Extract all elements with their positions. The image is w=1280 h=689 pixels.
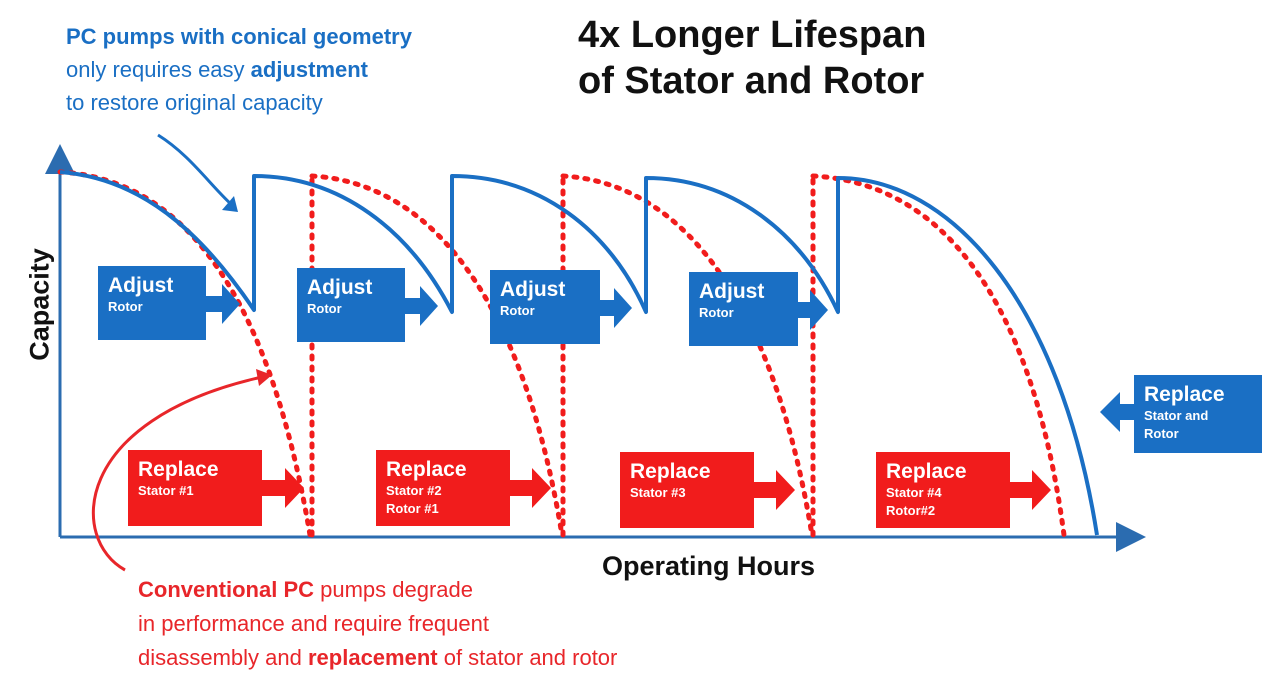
- conventional-curve-3: [560, 173, 815, 538]
- adjust-box-3: Adjust Rotor: [490, 270, 600, 344]
- final-replace-box: Replace Stator and Rotor: [1134, 375, 1262, 453]
- adjust-box-1: Adjust Rotor: [98, 266, 206, 340]
- final-replace-arrow: [1100, 392, 1134, 432]
- replace-box-4: Replace Stator #4 Rotor#2: [876, 452, 1010, 528]
- title-line-2: of Stator and Rotor: [578, 60, 925, 102]
- conical-pump-note: PC pumps with conical geometry only requ…: [66, 20, 412, 119]
- conventional-curve-4: [810, 173, 1067, 538]
- replace-arrows: [262, 468, 1051, 510]
- conical-pump-curve: [59, 170, 1099, 536]
- diagram-title: 4x Longer Lifespan of Stator and Rotor: [578, 12, 926, 104]
- red-note-line-1: Conventional PC pumps degrade: [138, 577, 474, 602]
- adjust-box-4: Adjust Rotor: [689, 272, 798, 346]
- red-note-line-3: disassembly and replacement of stator an…: [138, 645, 618, 670]
- replace-box-3: Replace Stator #3: [620, 452, 754, 528]
- blue-note-line-3: to restore original capacity: [66, 90, 323, 115]
- title-line-1: 4x Longer Lifespan: [578, 14, 927, 56]
- y-axis-label: Capacity: [24, 248, 55, 361]
- blue-pointer-arrowhead: [222, 196, 238, 212]
- blue-note-line-1: PC pumps with conical geometry: [66, 24, 412, 49]
- conventional-curve-2: [309, 173, 565, 538]
- red-pointer-arrowhead: [256, 369, 272, 386]
- replace-box-1: Replace Stator #1: [128, 450, 262, 526]
- adjust-box-2: Adjust Rotor: [297, 268, 405, 342]
- x-axis-label: Operating Hours: [602, 551, 816, 581]
- adjust-arrows: [206, 284, 828, 330]
- red-note-line-2: in performance and require frequent: [138, 611, 489, 636]
- replace-box-2: Replace Stator #2 Rotor #1: [376, 450, 510, 526]
- blue-pointer-arrow: [157, 133, 234, 207]
- conventional-pump-note: Conventional PC pumps degrade in perform…: [138, 573, 617, 675]
- blue-note-line-2: only requires easy adjustment: [66, 57, 369, 82]
- red-pointer-arrow: [91, 375, 263, 572]
